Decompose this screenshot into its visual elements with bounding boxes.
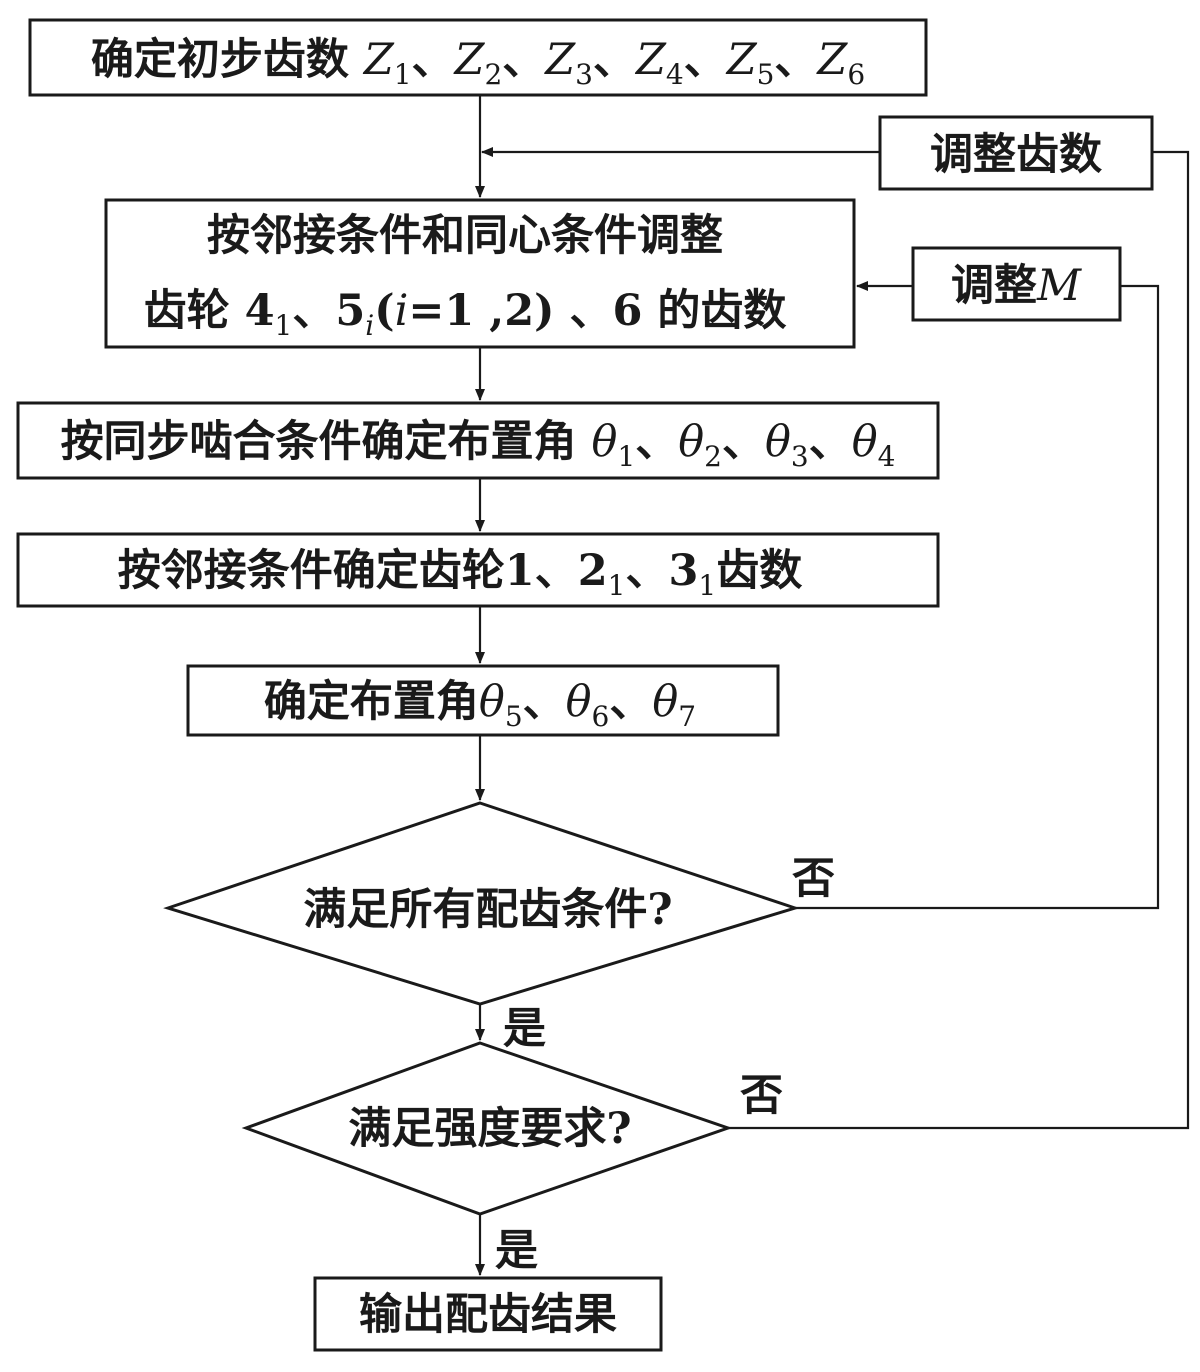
node-adjust-m: 调整M bbox=[911, 246, 1122, 322]
decision-all-conditions: 满足所有配齿条件? bbox=[163, 801, 800, 1006]
decision-all-conditions-label: 满足所有配齿条件? bbox=[303, 885, 672, 935]
edge-label-no-2: 否 bbox=[740, 1071, 783, 1121]
node-adjacency-line2: 齿轮 41、5i(i=1 ,2) 、6 的齿数 bbox=[144, 286, 787, 342]
edge-label-yes-1: 是 bbox=[503, 1004, 546, 1054]
connectors bbox=[475, 95, 1190, 1276]
node-layout-angles-label: 确定布置角θ5、θ6、θ7 bbox=[264, 677, 696, 733]
edge-conditions-no-loop bbox=[795, 284, 1160, 910]
node-sync-meshing: 按同步啮合条件确定布置角 θ1、θ2、θ3、θ4 bbox=[16, 401, 940, 480]
node-output: 输出配齿结果 bbox=[313, 1276, 663, 1352]
node-output-label: 输出配齿结果 bbox=[359, 1290, 617, 1340]
node-initial-teeth-label: 确定初步齿数 Z1、Z2、Z3、Z4、Z5、Z6 bbox=[91, 35, 865, 91]
node-initial-teeth: 确定初步齿数 Z1、Z2、Z3、Z4、Z5、Z6 bbox=[28, 18, 928, 97]
node-gear-teeth-label: 按邻接条件确定齿轮1、21、31齿数 bbox=[118, 546, 802, 602]
node-adjust-m-label: 调整M bbox=[951, 261, 1082, 311]
node-gear-teeth: 按邻接条件确定齿轮1、21、31齿数 bbox=[16, 532, 940, 608]
decision-strength-label: 满足强度要求? bbox=[348, 1104, 631, 1154]
decision-strength: 满足强度要求? bbox=[241, 1041, 733, 1216]
node-sync-meshing-label: 按同步啮合条件确定布置角 θ1、θ2、θ3、θ4 bbox=[61, 417, 896, 473]
node-adjust-teeth: 调整齿数 bbox=[878, 115, 1154, 191]
edge-strength-no-loop bbox=[728, 150, 1190, 1130]
node-adjust-teeth-label: 调整齿数 bbox=[930, 130, 1102, 180]
edge-label-no-1: 否 bbox=[792, 854, 835, 904]
node-adjacency-line1: 按邻接条件和同心条件调整 bbox=[207, 211, 723, 261]
node-layout-angles: 确定布置角θ5、θ6、θ7 bbox=[186, 664, 780, 737]
node-adjacency-concentric: 按邻接条件和同心条件调整 齿轮 41、5i(i=1 ,2) 、6 的齿数 bbox=[104, 198, 856, 349]
edge-label-yes-2: 是 bbox=[495, 1226, 538, 1276]
